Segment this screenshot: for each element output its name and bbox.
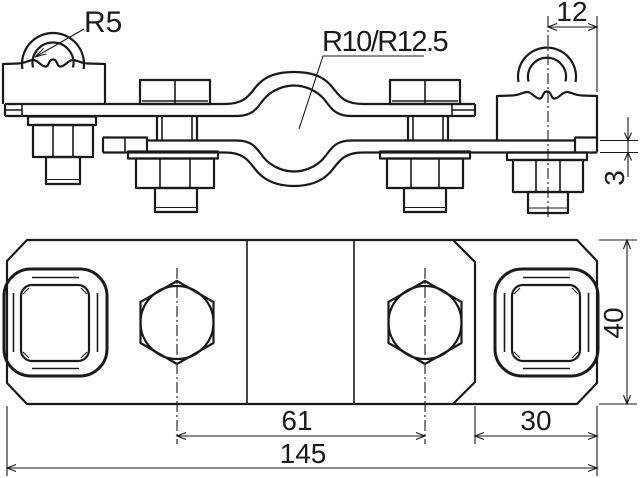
left-clip-top [2,267,109,378]
dim-12: 12 [546,0,599,92]
clip-body [495,90,599,141]
bolt-end [44,155,82,186]
clip-loop-outer [493,267,600,378]
rope-loop-inner [526,56,568,82]
clip-loop-inner [19,283,91,363]
label-r5: R5 [34,6,122,58]
plate-outline [5,238,599,406]
dim-12-text: 12 [556,0,587,27]
lower-strip [101,136,599,188]
hex-nut [385,157,465,190]
hex-nut [31,123,95,159]
upper-strip [3,70,477,118]
label-r5-text: R5 [84,6,122,39]
washer [26,115,98,127]
rope-loop-outer [20,31,86,70]
hex-bolt-right-top [387,268,463,444]
bolt-1 [126,78,220,214]
dim-40: 40 [598,238,637,406]
pipe-saddle-lower [236,139,352,173]
dim-30-text: 30 [520,405,551,436]
right-clip-section-edge [452,239,477,405]
hex-bolt-left-top [139,268,215,444]
clip-loop-outer [2,267,109,378]
clip-body [1,58,107,104]
label-r10-text: R10/R12.5 [322,26,448,58]
right-rope-clip [495,16,599,218]
label-r10-r12-5: R10/R12.5 [298,26,449,130]
bolt-end [402,186,448,214]
saddle-section-lines [246,241,355,403]
front-elevation-view: 12 3 R5 R10/R12.5 [1,0,638,218]
plan-view: 61 30 145 40 [2,238,637,476]
washer [505,151,589,162]
bolt-end [153,186,199,214]
dim-145-text: 145 [280,438,327,469]
hex-nut [134,157,216,190]
bolt-2 [378,78,472,214]
dim-3-text: 3 [599,170,630,186]
rope-loop-outer [516,46,578,83]
dim-3: 3 [599,117,638,186]
dim-30: 30 [473,405,599,476]
rope-loop-inner [31,41,75,68]
dim-40-text: 40 [598,307,629,338]
right-clip-top [493,267,600,378]
dim-145: 145 [5,406,599,476]
bolt-end [526,190,570,215]
clip-loop-inner [510,283,582,363]
dim-61: 61 [175,405,427,441]
left-rope-clip [1,31,107,104]
dim-61-text: 61 [281,405,312,436]
left-clip-nut-stack [26,115,98,186]
pipe-saddle-upper [224,70,364,106]
